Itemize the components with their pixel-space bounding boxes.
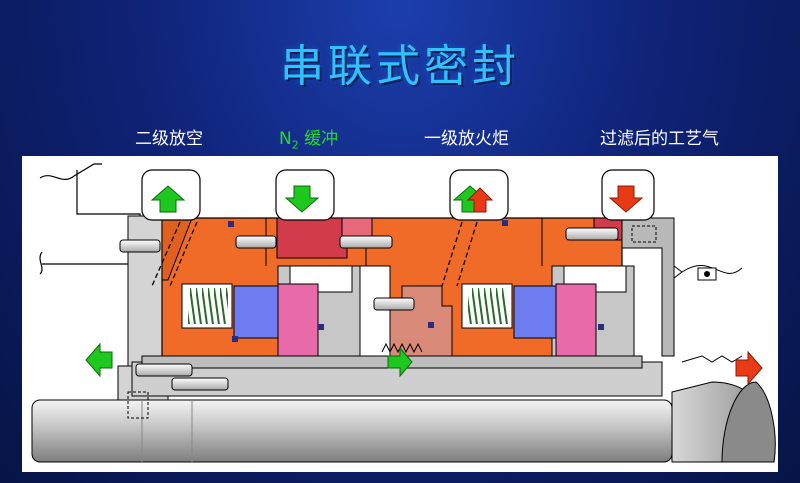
label-secondary-vent: 二级放空 — [135, 129, 203, 149]
down-arrow-icon — [608, 185, 644, 213]
shaft-sleeve — [131, 355, 663, 397]
buffer-ring-cap — [341, 217, 373, 237]
rotating-ring-primary — [277, 283, 319, 369]
slide-title: 串联式密封 — [280, 41, 520, 92]
cropped-footer — [0, 472, 800, 483]
right-arrow-icon — [387, 346, 413, 378]
spring-icon — [181, 283, 513, 329]
end-cap — [621, 217, 743, 357]
o-rings — [228, 220, 604, 342]
buffer-ring-block — [276, 217, 348, 259]
bolt-icon — [119, 227, 619, 391]
up-arrow-icon — [466, 187, 494, 213]
up-arrow-icon — [150, 185, 186, 213]
flow-arrows — [85, 185, 763, 386]
label-filtered-process-gas: 过滤后的工艺气 — [600, 129, 719, 149]
stationary-ring-secondary — [513, 285, 559, 339]
right-arrow-icon — [735, 350, 763, 386]
shaft — [31, 355, 776, 463]
label-n2-buffer: N2 缓冲 — [279, 129, 339, 152]
rotating-ring-secondary — [555, 283, 597, 369]
label-primary-vent-flare: 一级放火炬 — [424, 129, 509, 149]
down-arrow-icon — [284, 185, 320, 213]
left-arrow-icon — [85, 342, 113, 378]
stationary-ring-primary — [233, 285, 279, 339]
tandem-seal-diagram — [22, 156, 778, 472]
